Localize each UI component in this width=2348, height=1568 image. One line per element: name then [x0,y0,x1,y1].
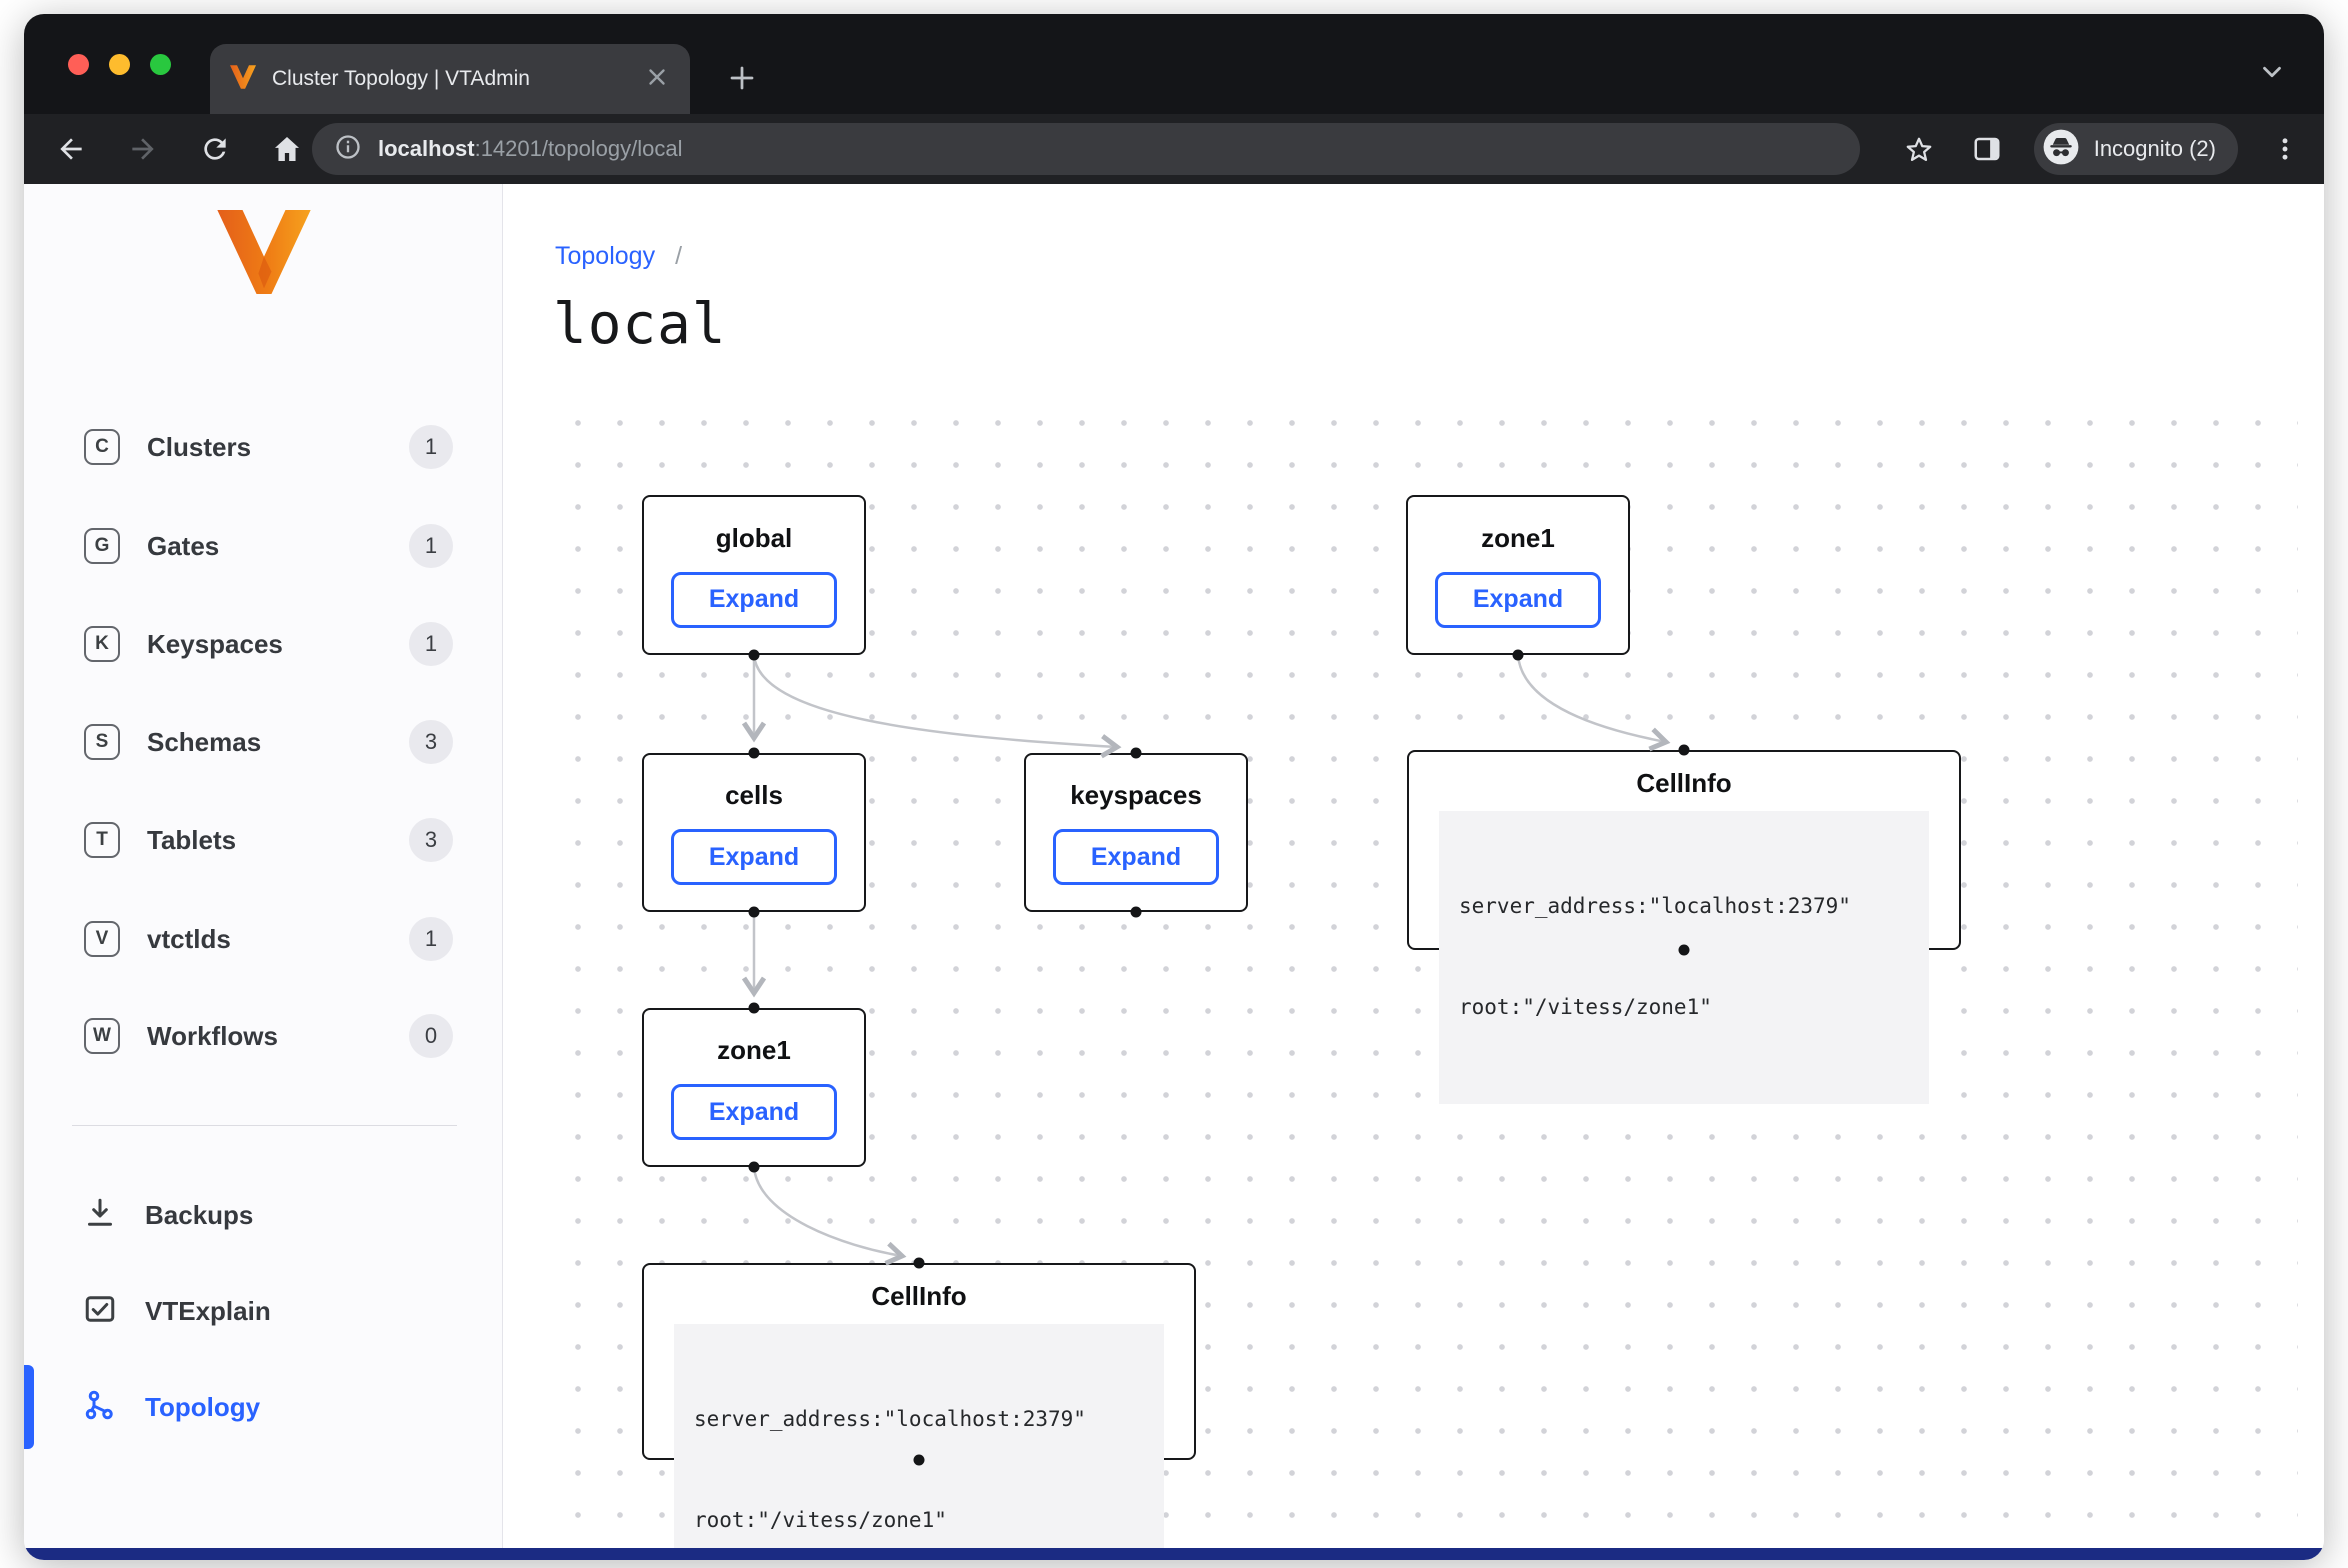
topology-node-global[interactable]: global Expand [642,495,866,655]
menu-dots-icon[interactable] [2264,128,2306,170]
node-title: CellInfo [1636,768,1731,799]
side-panel-icon[interactable] [1966,128,2008,170]
expand-button-keyspaces[interactable]: Expand [1053,829,1219,885]
main-content: Topology / local global Expand zone1 Exp… [503,184,2324,1548]
close-window-button[interactable] [68,54,89,75]
clusters-icon: C [84,429,120,465]
tablets-icon: T [84,822,120,858]
topology-node-keyspaces[interactable]: keyspaces Expand [1024,753,1248,912]
url-host: localhost [378,136,475,161]
breadcrumb-separator: / [675,242,682,271]
sidebar-item-vtexplain[interactable]: VTExplain [24,1267,502,1355]
gates-icon: G [84,528,120,564]
browser-tab[interactable]: Cluster Topology | VTAdmin [210,44,690,114]
sidebar-item-schemas[interactable]: S Schemas 3 [24,698,502,786]
close-tab-icon[interactable] [644,64,670,95]
window-controls [68,54,171,75]
count-badge: 1 [409,917,453,961]
count-badge: 3 [409,818,453,862]
node-title: global [716,523,793,554]
count-badge: 0 [409,1014,453,1058]
sidebar-item-tablets[interactable]: T Tablets 3 [24,796,502,884]
forward-button[interactable] [122,128,164,170]
sidebar-item-gates[interactable]: G Gates 1 [24,502,502,590]
expand-button-cells[interactable]: Expand [671,829,837,885]
download-icon [82,1195,118,1236]
browser-toolbar: localhost:14201/topology/local [24,114,2324,184]
vtexplain-icon [82,1291,118,1332]
node-title: zone1 [717,1035,791,1066]
url-text: localhost:14201/topology/local [378,136,683,162]
vtctlds-icon: V [84,921,120,957]
bottom-accent-bar [24,1548,2324,1560]
browser-window: Cluster Topology | VTAdmin [24,14,2324,1560]
cellinfo-code: server_address:"localhost:2379" root:"/v… [674,1324,1164,1560]
vitess-favicon-icon [230,65,256,94]
reload-button[interactable] [194,128,236,170]
incognito-icon [2042,128,2080,171]
sidebar-item-backups[interactable]: Backups [24,1171,502,1259]
sidebar-item-vtctlds[interactable]: V vtctlds 1 [24,895,502,983]
topology-node-zone1-top[interactable]: zone1 Expand [1406,495,1630,655]
tab-title: Cluster Topology | VTAdmin [272,67,628,91]
count-badge: 1 [409,622,453,666]
node-title: CellInfo [871,1281,966,1312]
address-bar[interactable]: localhost:14201/topology/local [312,123,1860,175]
topology-node-cellinfo-right[interactable]: CellInfo server_address:"localhost:2379"… [1407,750,1961,950]
breadcrumb-topology-link[interactable]: Topology [555,242,655,271]
home-button[interactable] [266,128,308,170]
url-path: :14201/topology/local [475,136,683,161]
count-badge: 3 [409,720,453,764]
topology-node-zone1-bottom[interactable]: zone1 Expand [642,1008,866,1167]
workflows-icon: W [84,1018,120,1054]
zoom-window-button[interactable] [150,54,171,75]
back-button[interactable] [50,128,92,170]
bookmark-star-icon[interactable] [1898,128,1940,170]
vitess-logo [217,210,311,299]
sidebar-item-workflows[interactable]: W Workflows 0 [24,992,502,1080]
expand-button-zone1-bottom[interactable]: Expand [671,1084,837,1140]
active-nav-indicator [24,1365,34,1449]
chevron-down-icon[interactable] [2250,50,2294,94]
node-title: keyspaces [1070,780,1202,811]
page-title: local [553,292,727,357]
profile-incognito-button[interactable]: Incognito (2) [2034,123,2238,175]
breadcrumb: Topology / [555,242,682,271]
node-title: zone1 [1481,523,1555,554]
sidebar-item-clusters[interactable]: C Clusters 1 [24,403,502,491]
schemas-icon: S [84,724,120,760]
tab-strip: Cluster Topology | VTAdmin [24,14,2324,114]
expand-button-zone1[interactable]: Expand [1435,572,1601,628]
keyspaces-icon: K [84,626,120,662]
sidebar-item-keyspaces[interactable]: K Keyspaces 1 [24,600,502,688]
site-info-icon[interactable] [334,133,362,166]
cellinfo-code: server_address:"localhost:2379" root:"/v… [1439,811,1929,1104]
expand-button-global[interactable]: Expand [671,572,837,628]
sidebar-item-topology[interactable]: Topology [24,1363,502,1451]
minimize-window-button[interactable] [109,54,130,75]
incognito-label: Incognito (2) [2094,136,2216,162]
count-badge: 1 [409,425,453,469]
sidebar: C Clusters 1 G Gates 1 K Keyspaces 1 S S… [24,184,503,1548]
topology-graph-icon [82,1387,118,1428]
new-tab-button[interactable] [716,52,768,104]
count-badge: 1 [409,524,453,568]
sidebar-divider [72,1125,457,1126]
topology-node-cellinfo-bottom[interactable]: CellInfo server_address:"localhost:2379"… [642,1263,1196,1460]
topology-node-cells[interactable]: cells Expand [642,753,866,912]
node-title: cells [725,780,783,811]
